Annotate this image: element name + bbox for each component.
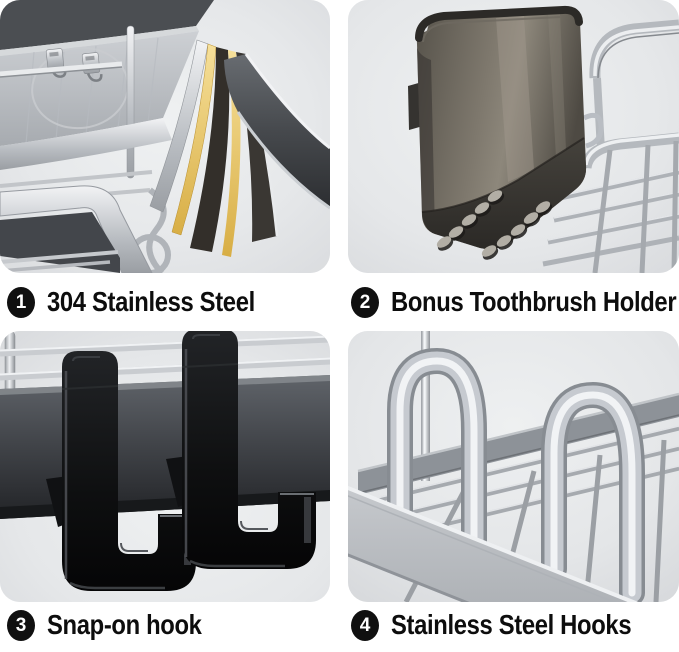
snap-on-hooks-illustration bbox=[0, 331, 330, 602]
feature-caption-2: 2 Bonus Toothbrush Holder bbox=[351, 273, 679, 331]
layered-steel-edge-illustration bbox=[0, 0, 330, 273]
cup-rim bbox=[415, 5, 583, 42]
steel-fold-band bbox=[0, 118, 172, 170]
feature-number-badge: 2 bbox=[351, 286, 379, 318]
steel-u-hooks-illustration bbox=[348, 331, 679, 602]
feature-caption-4: 4 Stainless Steel Hooks bbox=[351, 598, 674, 652]
layer-gold bbox=[171, 43, 217, 236]
shelf-back-wall bbox=[358, 394, 679, 495]
feature-caption-3: 3 Snap-on hook bbox=[7, 598, 229, 652]
feature-label: Snap-on hook bbox=[47, 609, 202, 640]
steel-u-hook-left bbox=[387, 347, 487, 566]
feature-number-badge: 1 bbox=[7, 286, 35, 318]
wire-rail bbox=[0, 61, 123, 77]
drain-holes bbox=[436, 190, 553, 260]
shelf-wire-grid bbox=[542, 140, 679, 273]
feature-number-badge: 4 bbox=[351, 609, 379, 641]
feature-label: Stainless Steel Hooks bbox=[391, 609, 632, 640]
feature-label: Bonus Toothbrush Holder bbox=[391, 286, 677, 317]
layer-outer-band bbox=[224, 54, 330, 208]
layer-silver bbox=[149, 39, 209, 213]
shelf-top-edge bbox=[0, 0, 214, 50]
steel-u-hook-right bbox=[541, 381, 645, 602]
vertical-pole bbox=[126, 25, 135, 179]
photo-stainless-steel-layers bbox=[0, 0, 330, 273]
toothbrush-holder-illustration bbox=[348, 0, 679, 273]
toothbrush-cup bbox=[408, 5, 587, 260]
feature-number-badge: 3 bbox=[7, 609, 35, 641]
photo-snap-on-hooks bbox=[0, 331, 330, 602]
feature-caption-1: 1 304 Stainless Steel bbox=[7, 273, 292, 331]
layer-dark bbox=[190, 47, 230, 252]
photo-toothbrush-holder bbox=[348, 0, 679, 273]
hanger-hook-wire bbox=[582, 112, 604, 149]
feature-label: 304 Stainless Steel bbox=[47, 286, 255, 317]
photo-steel-hooks bbox=[348, 331, 679, 602]
